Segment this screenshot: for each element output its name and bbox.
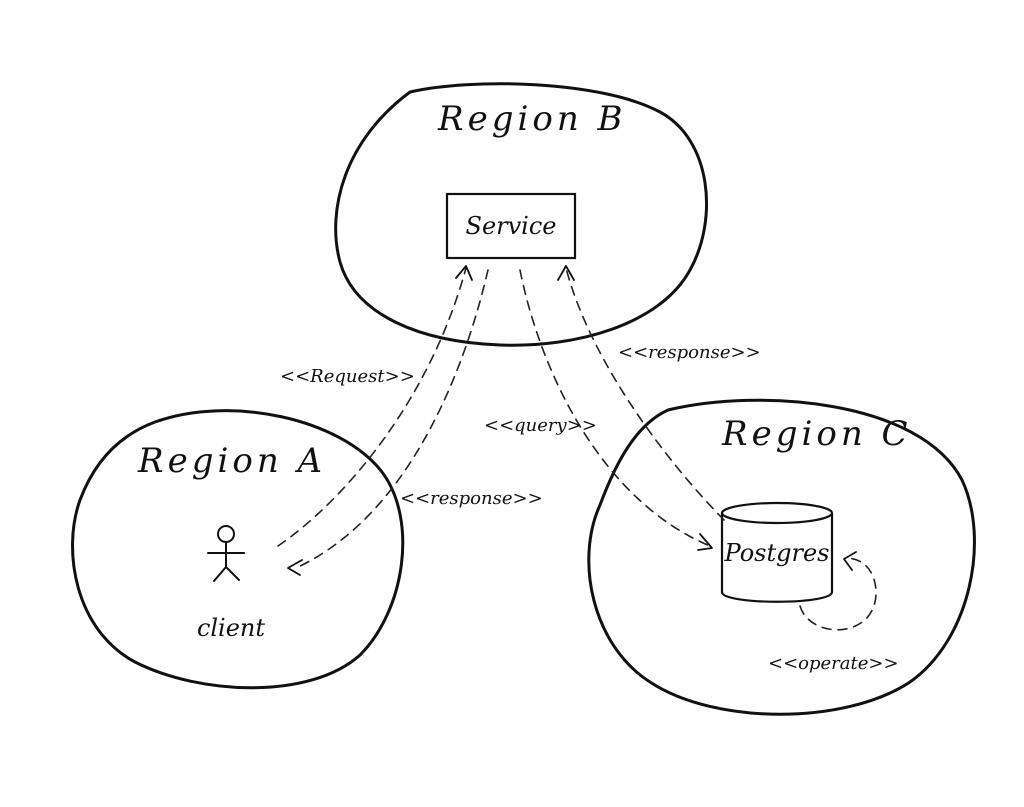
query-label: <<query>> xyxy=(484,415,597,436)
region-c-title: Region C xyxy=(721,414,912,454)
region-a-boundary xyxy=(71,409,405,690)
postgres-node: Postgres xyxy=(720,501,834,603)
service-label: Service xyxy=(466,212,557,240)
edge-operate: <<operate>> xyxy=(768,551,899,674)
request-line xyxy=(277,267,467,547)
database-cylinder-top xyxy=(720,501,834,525)
client-node: client xyxy=(197,525,265,642)
region-c: Region C xyxy=(587,398,976,716)
edge-request: <<Request>> xyxy=(277,265,473,547)
response-service-arrowhead xyxy=(557,265,575,281)
region-b-boundary xyxy=(334,82,709,347)
operate-arrowhead xyxy=(843,551,857,571)
response-service-label: <<response>> xyxy=(618,342,761,363)
region-a-title: Region A xyxy=(137,441,326,481)
database-cylinder-body xyxy=(720,513,834,603)
postgres-label: Postgres xyxy=(724,539,830,567)
actor-icon xyxy=(207,525,245,582)
response-client-line xyxy=(295,269,489,569)
query-arrowhead xyxy=(697,533,713,551)
operate-label: <<operate>> xyxy=(768,653,899,674)
operate-line xyxy=(799,557,877,631)
response-service-line xyxy=(565,267,725,521)
client-label: client xyxy=(197,614,265,642)
request-arrowhead xyxy=(455,265,473,281)
edge-query: <<query>> xyxy=(484,269,713,551)
request-label: <<Request>> xyxy=(280,366,415,387)
service-box xyxy=(445,192,577,260)
region-a: Region A xyxy=(71,409,405,690)
edge-response-client: <<response>> xyxy=(287,269,543,576)
service-node: Service xyxy=(445,192,577,260)
region-b-title: Region B xyxy=(437,99,627,139)
edge-response-service: <<response>> xyxy=(557,265,761,521)
response-client-label: <<response>> xyxy=(400,488,543,509)
region-c-boundary xyxy=(587,398,976,716)
region-b: Region B xyxy=(334,82,709,347)
response-client-arrowhead xyxy=(287,559,303,576)
